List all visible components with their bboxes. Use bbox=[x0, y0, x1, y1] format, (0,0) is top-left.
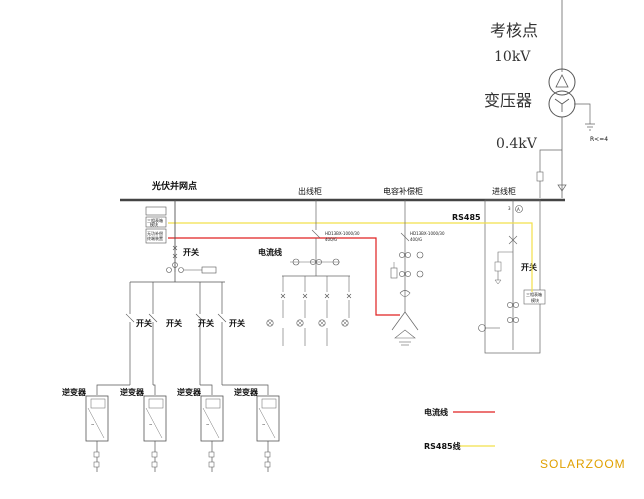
pv-grid-branch: 三相表箱 模块 无功补偿 终端装置 开关 bbox=[130, 200, 225, 283]
transformer-section: R<=4 考核点 10kV 变压器 0.4kV bbox=[484, 0, 608, 198]
inverter-unit-3: ~ bbox=[200, 384, 224, 472]
inverter-label-2: 逆变器 bbox=[120, 387, 145, 397]
capacitor-device-code: HD13BX-1000/30 bbox=[410, 231, 445, 236]
meter-box-grid-text-1b: 模块 bbox=[150, 221, 158, 227]
outgoing-cabinet: HD13BX-1000/30 400/G bbox=[282, 200, 360, 277]
branch-switch-label-3: 开关 bbox=[198, 318, 214, 328]
inverter-unit-4: ~ bbox=[222, 384, 280, 472]
legend-current-line-label: 电流线 bbox=[424, 407, 448, 417]
meter-box-grid-text-1: 三相表箱 bbox=[147, 217, 163, 223]
branch-switch-label-4: 开关 bbox=[229, 318, 245, 328]
voltage-lv-label: 0.4kV bbox=[496, 136, 538, 152]
capacitor-cabinet-label: 电容补偿柜 bbox=[383, 186, 423, 196]
inverter-unit-2: ~ bbox=[143, 384, 167, 472]
switch-incoming-label: 开关 bbox=[521, 262, 537, 272]
branch-switch-label-2: 开关 bbox=[166, 318, 182, 328]
rs485-label: RS485 bbox=[452, 213, 481, 222]
switch-main-label: 开关 bbox=[183, 247, 199, 257]
meter-box-grid-1 bbox=[145, 206, 167, 216]
outgoing-cabinet-label: 出线柜 bbox=[298, 186, 322, 196]
meter-box-grid-3 bbox=[145, 228, 167, 244]
branch-switch-label-1: 开关 bbox=[136, 318, 152, 328]
current-line-wire bbox=[168, 237, 400, 316]
outgoing-device-code: HD13BX-1000/30 bbox=[325, 231, 360, 236]
inverter-branch-1 bbox=[125, 282, 135, 385]
transformer-label: 变压器 bbox=[484, 91, 532, 110]
inverter-label-1: 逆变器 bbox=[62, 387, 87, 397]
svg-text:~: ~ bbox=[262, 422, 265, 427]
svg-text:~: ~ bbox=[206, 422, 209, 427]
inverter-branch-2 bbox=[148, 282, 158, 385]
capacitor-device-sub: 400/G bbox=[410, 237, 422, 242]
svg-text:3: 3 bbox=[508, 206, 511, 211]
meter-box-incoming-text2: 模块 bbox=[531, 297, 539, 303]
pv-grid-point-label: 光伏并网点 bbox=[151, 180, 197, 192]
rs485-line bbox=[168, 222, 533, 292]
meter-box-incoming-text: 三相表箱 bbox=[526, 291, 542, 297]
meter-box-grid-2 bbox=[145, 216, 167, 228]
voltage-hv-label: 10kV bbox=[494, 49, 531, 65]
svg-text:A: A bbox=[517, 207, 520, 212]
incoming-cabinet-label: 进线柜 bbox=[492, 186, 516, 196]
incoming-cabinet: A 3 三相表箱 模块 开关 bbox=[478, 199, 546, 354]
capacitor-cabinet: HD13BX-1000/30 400/G bbox=[390, 200, 445, 346]
inverter-unit-1: ~ bbox=[85, 384, 130, 472]
legend-rs485-line-label: RS485线 bbox=[424, 441, 461, 451]
meter-box-grid-text-2b: 终端装置 bbox=[147, 235, 163, 241]
ground-resistance-label: R<=4 bbox=[590, 136, 608, 143]
outgoing-feeders bbox=[266, 276, 352, 346]
meter-box-incoming bbox=[523, 289, 546, 305]
transformer-symbol bbox=[548, 68, 576, 118]
inverter-branch-4 bbox=[217, 282, 227, 385]
legend: 电流线 RS485线 bbox=[424, 407, 495, 451]
solarzoom-watermark: SOLARZOOM bbox=[540, 457, 626, 471]
inverter-branch-3 bbox=[195, 282, 205, 385]
assessment-point-label: 考核点 bbox=[490, 21, 538, 40]
inverter-label-3: 逆变器 bbox=[177, 387, 202, 397]
svg-text:~: ~ bbox=[149, 422, 152, 427]
svg-text:~: ~ bbox=[91, 422, 94, 427]
meter-box-grid-text-2: 无功补偿 bbox=[147, 230, 163, 236]
inverter-label-4: 逆变器 bbox=[234, 387, 259, 397]
outgoing-device-sub: 400/G bbox=[325, 237, 337, 242]
current-line-label: 电流线 bbox=[258, 247, 282, 257]
